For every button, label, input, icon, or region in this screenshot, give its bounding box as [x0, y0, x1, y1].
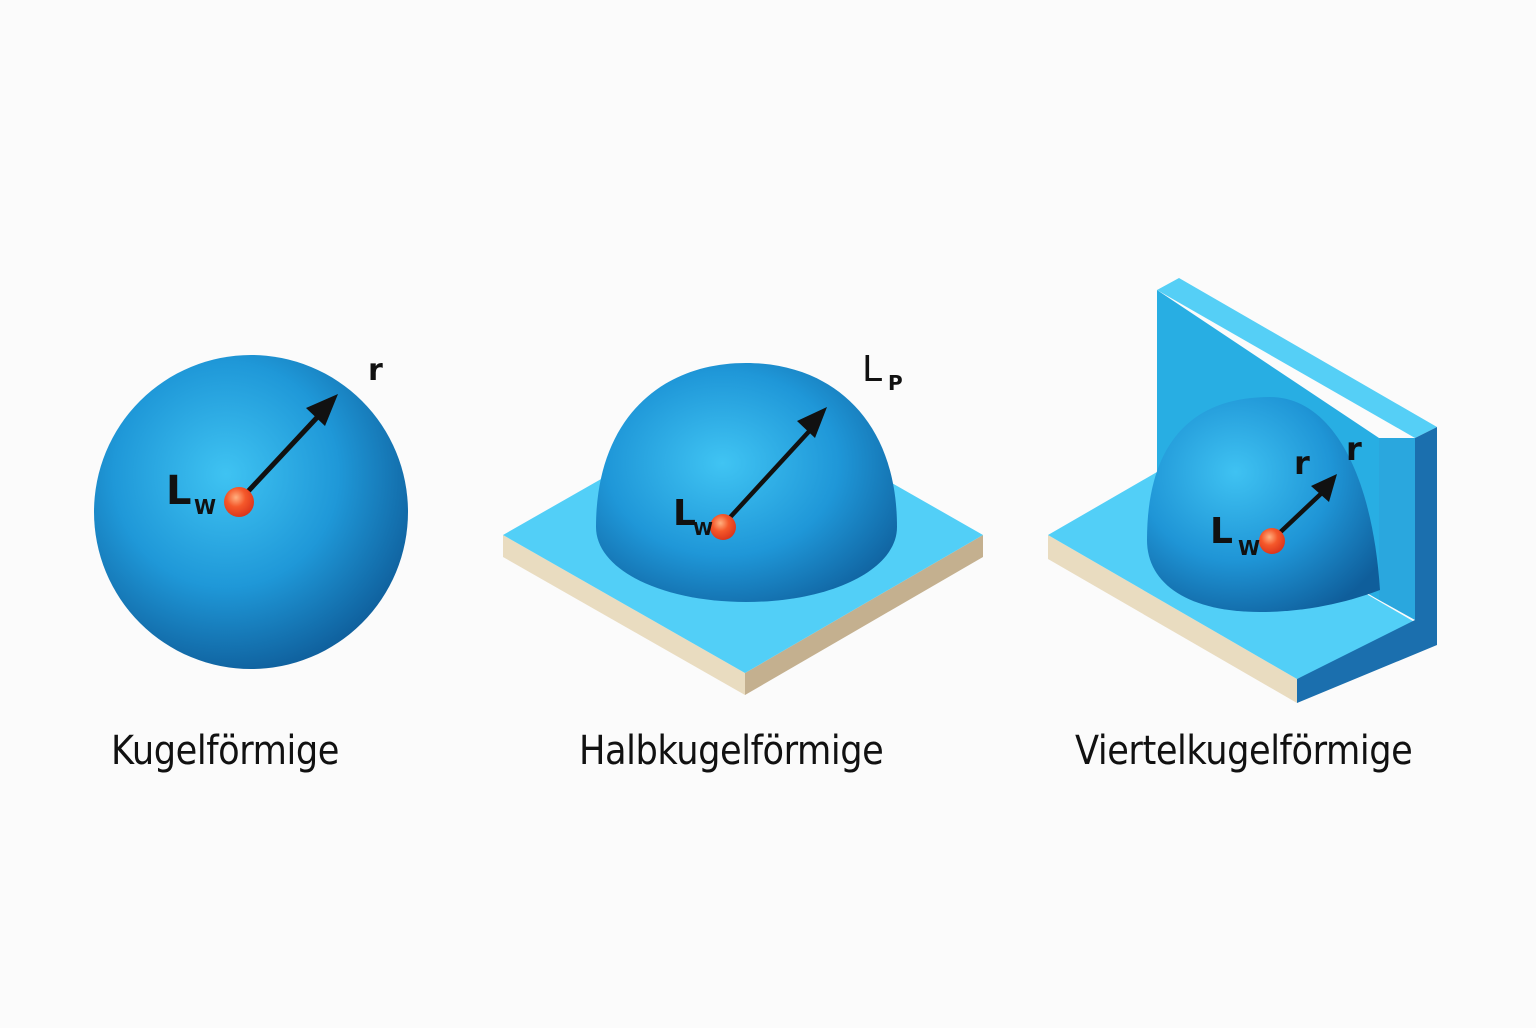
- base-edge-left: [503, 535, 745, 695]
- source-label: L: [1210, 511, 1233, 552]
- panel-spherical: L W r: [94, 353, 408, 669]
- radius-arrow: [238, 408, 326, 502]
- wall-inner-edge: [1379, 438, 1415, 620]
- radius-arrow: [721, 424, 816, 527]
- radius-label: r: [368, 353, 383, 388]
- base-edge-right: [745, 535, 983, 695]
- source-label: L: [673, 493, 696, 534]
- wall-side: [1297, 427, 1437, 703]
- base-edge-left: [1048, 535, 1297, 703]
- source-subscript: W: [1238, 536, 1260, 560]
- arrow-head-icon: [1311, 474, 1337, 502]
- arrow-head-icon: [306, 394, 338, 426]
- quarter-sphere: [1147, 397, 1380, 612]
- panel-quarter-spherical: L W r r: [1048, 278, 1437, 703]
- sound-source-point: [1259, 528, 1285, 554]
- caption-spherical: Kugelförmige: [111, 728, 339, 774]
- source-label: L: [166, 468, 192, 514]
- radius-label-wall: r: [1346, 430, 1362, 468]
- wall-top: [1157, 278, 1437, 438]
- full-sphere: [94, 355, 408, 669]
- source-subscript: W: [194, 495, 216, 519]
- sound-source-point: [224, 487, 254, 517]
- pressure-label: L: [862, 349, 882, 390]
- sound-source-point: [710, 514, 736, 540]
- radius-arrow: [1270, 487, 1328, 542]
- panel-hemispherical: L W L P: [503, 349, 983, 695]
- hemisphere: [596, 363, 897, 602]
- arrow-head-icon: [797, 407, 827, 438]
- radius-label: r: [1294, 444, 1310, 482]
- caption-quarter-spherical: Viertelkugelförmige: [1075, 728, 1413, 774]
- pressure-subscript: P: [888, 371, 903, 395]
- caption-hemispherical: Halbkugelförmige: [579, 728, 884, 774]
- source-subscript: W: [693, 519, 713, 540]
